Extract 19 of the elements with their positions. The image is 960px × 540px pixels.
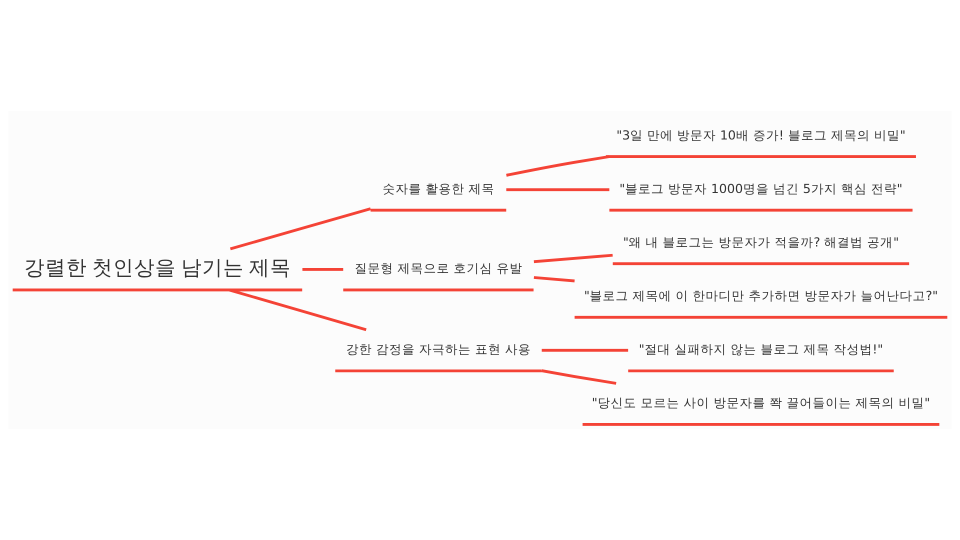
node-text: "블로그 방문자 1000명을 넘긴 5가지 핵심 전략" — [619, 180, 903, 196]
node-text: 숫자를 활용한 제목 — [382, 180, 494, 196]
connector — [506, 155, 610, 177]
connector — [302, 268, 344, 271]
connector — [541, 369, 616, 385]
connector — [542, 348, 628, 352]
node-text: "당신도 모르는 사이 방문자를 쫙 끌어들이는 제목의 비밀" — [592, 395, 930, 410]
connector — [228, 288, 367, 332]
connector — [506, 188, 610, 192]
node-text: "왜 내 블로그는 방문자가 적을까? 해결법 공개" — [622, 234, 899, 250]
node-text: "절대 실패하지 않는 블로그 제목 작성법!" — [638, 342, 884, 357]
node-text: "블로그 제목에 이 한마디만 추가하면 방문자가 늘어난다고?" — [584, 288, 938, 303]
connector — [534, 276, 575, 282]
node-text: 강한 감정을 자극하는 표현 사용 — [346, 342, 531, 357]
node-text: "3일 만에 방문자 10배 증가! 블로그 제목의 비밀" — [616, 127, 906, 142]
node-text: 강렬한 첫인상을 남기는 제목 — [24, 257, 292, 280]
node-text: 질문형 제목으로 호기심 유발 — [354, 260, 522, 276]
connector — [230, 207, 371, 250]
connector — [534, 254, 613, 264]
